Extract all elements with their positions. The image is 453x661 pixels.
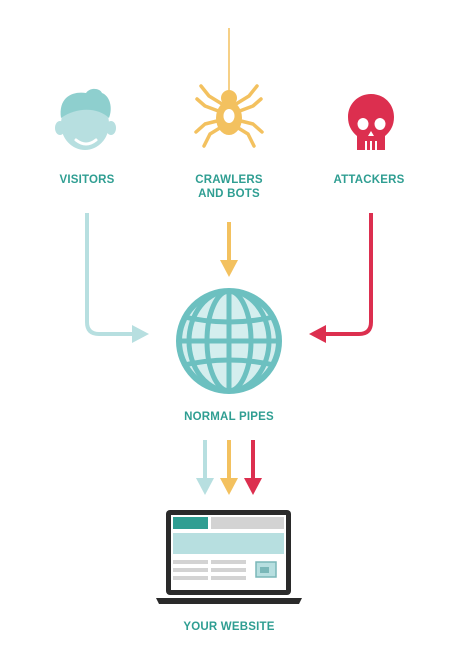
- laptop-icon: [156, 510, 302, 604]
- pipe-arrow-crawler: [220, 440, 238, 495]
- attacker-arrow: [309, 213, 373, 343]
- globe-icon: [176, 288, 282, 394]
- skull-icon: [348, 94, 394, 150]
- attackers-label: ATTACKERS: [333, 174, 405, 186]
- normal-pipes-label: NORMAL PIPES: [184, 411, 274, 423]
- your-website-label: YOUR WEBSITE: [183, 621, 275, 633]
- visitor-arrow: [85, 213, 149, 343]
- crawler-arrow: [220, 222, 238, 277]
- visitors-label: VISITORS: [59, 174, 115, 186]
- pipe-arrow-visitor: [196, 440, 214, 495]
- crawlers-label: CRAWLERS AND BOTS: [195, 174, 263, 200]
- smiling-face-icon: [55, 88, 116, 150]
- spider-icon: [194, 28, 264, 148]
- pipe-arrow-attacker: [244, 440, 262, 495]
